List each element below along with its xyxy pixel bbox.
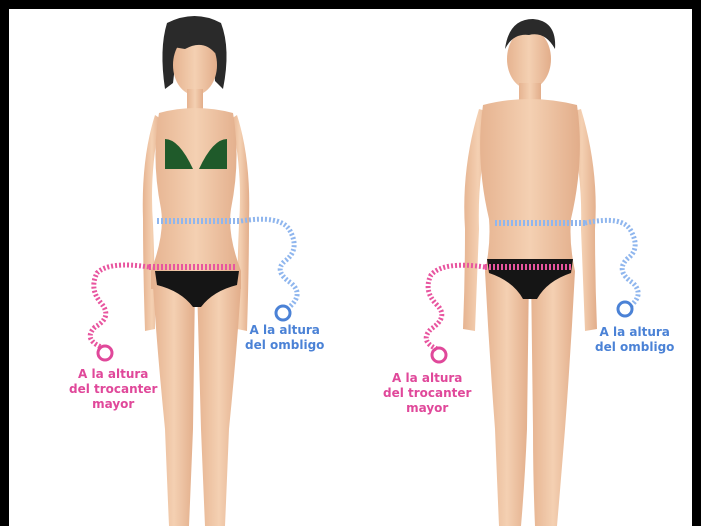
woman-navel-label: A la altura del ombligo xyxy=(245,323,324,353)
man-figure xyxy=(463,19,597,526)
man-trochanter-label: A la altura del trocanter mayor xyxy=(383,371,471,416)
man-navel-label: A la altura del ombligo xyxy=(595,325,674,355)
woman-figure xyxy=(143,16,250,526)
woman-trochanter-label: A la altura del trocanter mayor xyxy=(69,367,157,412)
body-measurement-illustration xyxy=(9,9,692,526)
